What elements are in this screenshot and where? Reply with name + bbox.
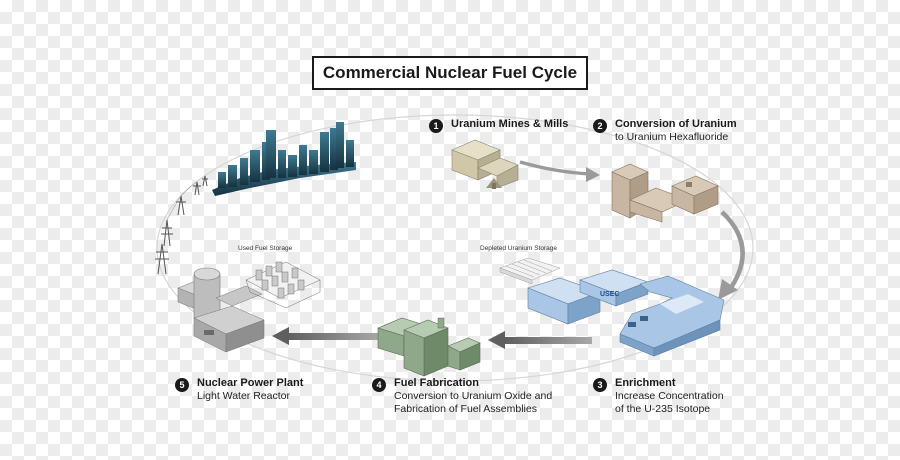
depleted-uranium-storage-label: Depleted Uranium Storage bbox=[480, 245, 557, 252]
arrow-conversion-to-enrichment bbox=[718, 210, 745, 300]
step-title: Conversion of Uranium bbox=[615, 118, 737, 130]
step-description: Conversion to Uranium Oxide and bbox=[394, 390, 553, 402]
step-2-conversion: 2 Conversion of Uranium to Uranium Hexaf… bbox=[593, 118, 737, 144]
step-4-fuel-fabrication: 4 Fuel Fabrication Conversion to Uranium… bbox=[372, 377, 552, 416]
enrichment-plant-icon bbox=[527, 269, 725, 357]
step-1-uranium-mines: 1 Uranium Mines & Mills bbox=[429, 118, 568, 133]
step-number-badge: 5 bbox=[175, 378, 189, 392]
depleted-uranium-storage-icon bbox=[499, 257, 561, 285]
step-description: to Uranium Hexafluoride bbox=[615, 131, 729, 143]
step-title: Uranium Mines & Mills bbox=[451, 118, 569, 130]
arrow-mill-to-conversion bbox=[519, 160, 600, 182]
step-title: Fuel Fabrication bbox=[394, 377, 479, 389]
step-5-nuclear-power-plant: 5 Nuclear Power Plant Light Water Reacto… bbox=[175, 377, 303, 403]
nuclear-power-plant-icon bbox=[177, 267, 265, 353]
step-number-badge: 3 bbox=[593, 378, 607, 392]
arrow-fabrication-to-plant bbox=[272, 327, 380, 345]
step-number-badge: 2 bbox=[593, 119, 607, 133]
used-fuel-storage-icon bbox=[245, 261, 321, 309]
arrow-enrichment-to-fabrication bbox=[488, 331, 592, 349]
step-description: Fabrication of Fuel Assemblies bbox=[394, 403, 537, 415]
step-title: Nuclear Power Plant bbox=[197, 377, 304, 389]
step-number-badge: 4 bbox=[372, 378, 386, 392]
used-fuel-storage-label: Used Fuel Storage bbox=[238, 245, 293, 252]
city-skyline-icon bbox=[212, 122, 356, 196]
usec-logo: USEC bbox=[600, 291, 619, 298]
uranium-mill-icon bbox=[451, 139, 519, 189]
step-number-badge: 1 bbox=[429, 119, 443, 133]
conversion-plant-icon bbox=[611, 163, 719, 223]
step-description: Light Water Reactor bbox=[197, 390, 290, 402]
step-3-enrichment: 3 Enrichment Increase Concentration of t… bbox=[593, 377, 724, 416]
step-description: Increase Concentration bbox=[615, 390, 724, 402]
fuel-fabrication-plant-icon bbox=[377, 317, 481, 377]
transmission-towers-icon bbox=[155, 175, 208, 275]
step-title: Enrichment bbox=[615, 377, 676, 389]
cycle-loop bbox=[156, 114, 754, 382]
page-title: Commercial Nuclear Fuel Cycle bbox=[312, 56, 588, 90]
step-description: of the U-235 Isotope bbox=[615, 403, 711, 415]
